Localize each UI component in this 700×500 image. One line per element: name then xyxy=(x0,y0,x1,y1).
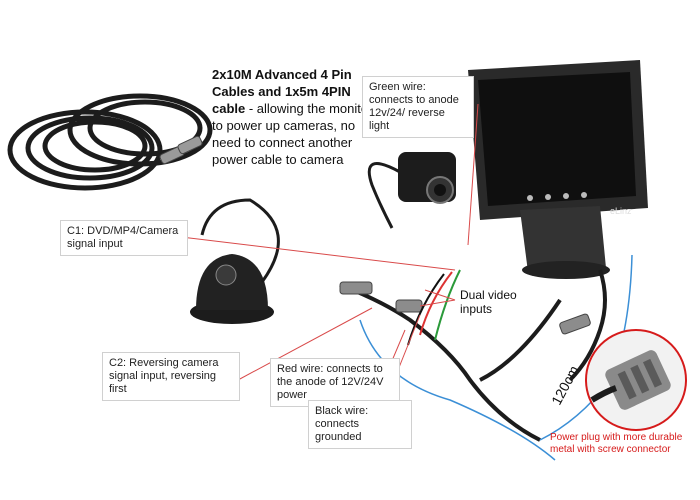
c2-text: C2: Reversing camera signal input, rever… xyxy=(109,357,219,395)
black-wire xyxy=(407,273,445,346)
red-wire-callout: Red wire: connects to the anode of 12V/2… xyxy=(270,358,400,407)
cable-connectors xyxy=(159,135,203,165)
dual-video-label: Dual video inputs xyxy=(460,288,530,316)
c1-callout: C1: DVD/MP4/Camera signal input xyxy=(60,220,188,256)
power-plug-note: Power plug with more durable metal with … xyxy=(550,432,690,456)
monitor-brand-logo: eLinz xyxy=(610,206,632,216)
green-wire-text: Green wire: connects to anode 12v/24/ re… xyxy=(369,81,459,132)
green-wire xyxy=(434,269,461,341)
red-wire-text: Red wire: connects to the anode of 12V/2… xyxy=(277,363,384,401)
square-camera xyxy=(367,152,456,229)
green-wire-callout: Green wire: connects to anode 12v/24/ re… xyxy=(362,76,474,138)
cable-harness xyxy=(339,269,607,442)
power-plug-text: Power plug with more durable metal with … xyxy=(550,432,683,455)
red-wire xyxy=(419,271,453,336)
dual-video-text: Dual video inputs xyxy=(460,288,517,316)
c2-callout: C2: Reversing camera signal input, rever… xyxy=(102,352,240,401)
headline-bold: 2x10M Advanced 4 Pin Cables and 1x5m 4PI… xyxy=(212,67,352,116)
dome-camera xyxy=(190,198,280,324)
c1-text: C1: DVD/MP4/Camera signal input xyxy=(67,225,179,250)
harness-connectors xyxy=(339,281,591,335)
monitor xyxy=(468,60,648,279)
coiled-cables xyxy=(7,93,213,191)
power-plug-zoom xyxy=(585,329,687,431)
cable-headline: 2x10M Advanced 4 Pin Cables and 1x5m 4PI… xyxy=(212,66,382,168)
black-wire-callout: Black wire: connects grounded xyxy=(308,400,412,449)
black-wire-text: Black wire: connects grounded xyxy=(315,405,369,443)
headline-rest: - allowing the monitor to power up camer… xyxy=(212,101,373,167)
blue-signal-line xyxy=(359,319,556,461)
